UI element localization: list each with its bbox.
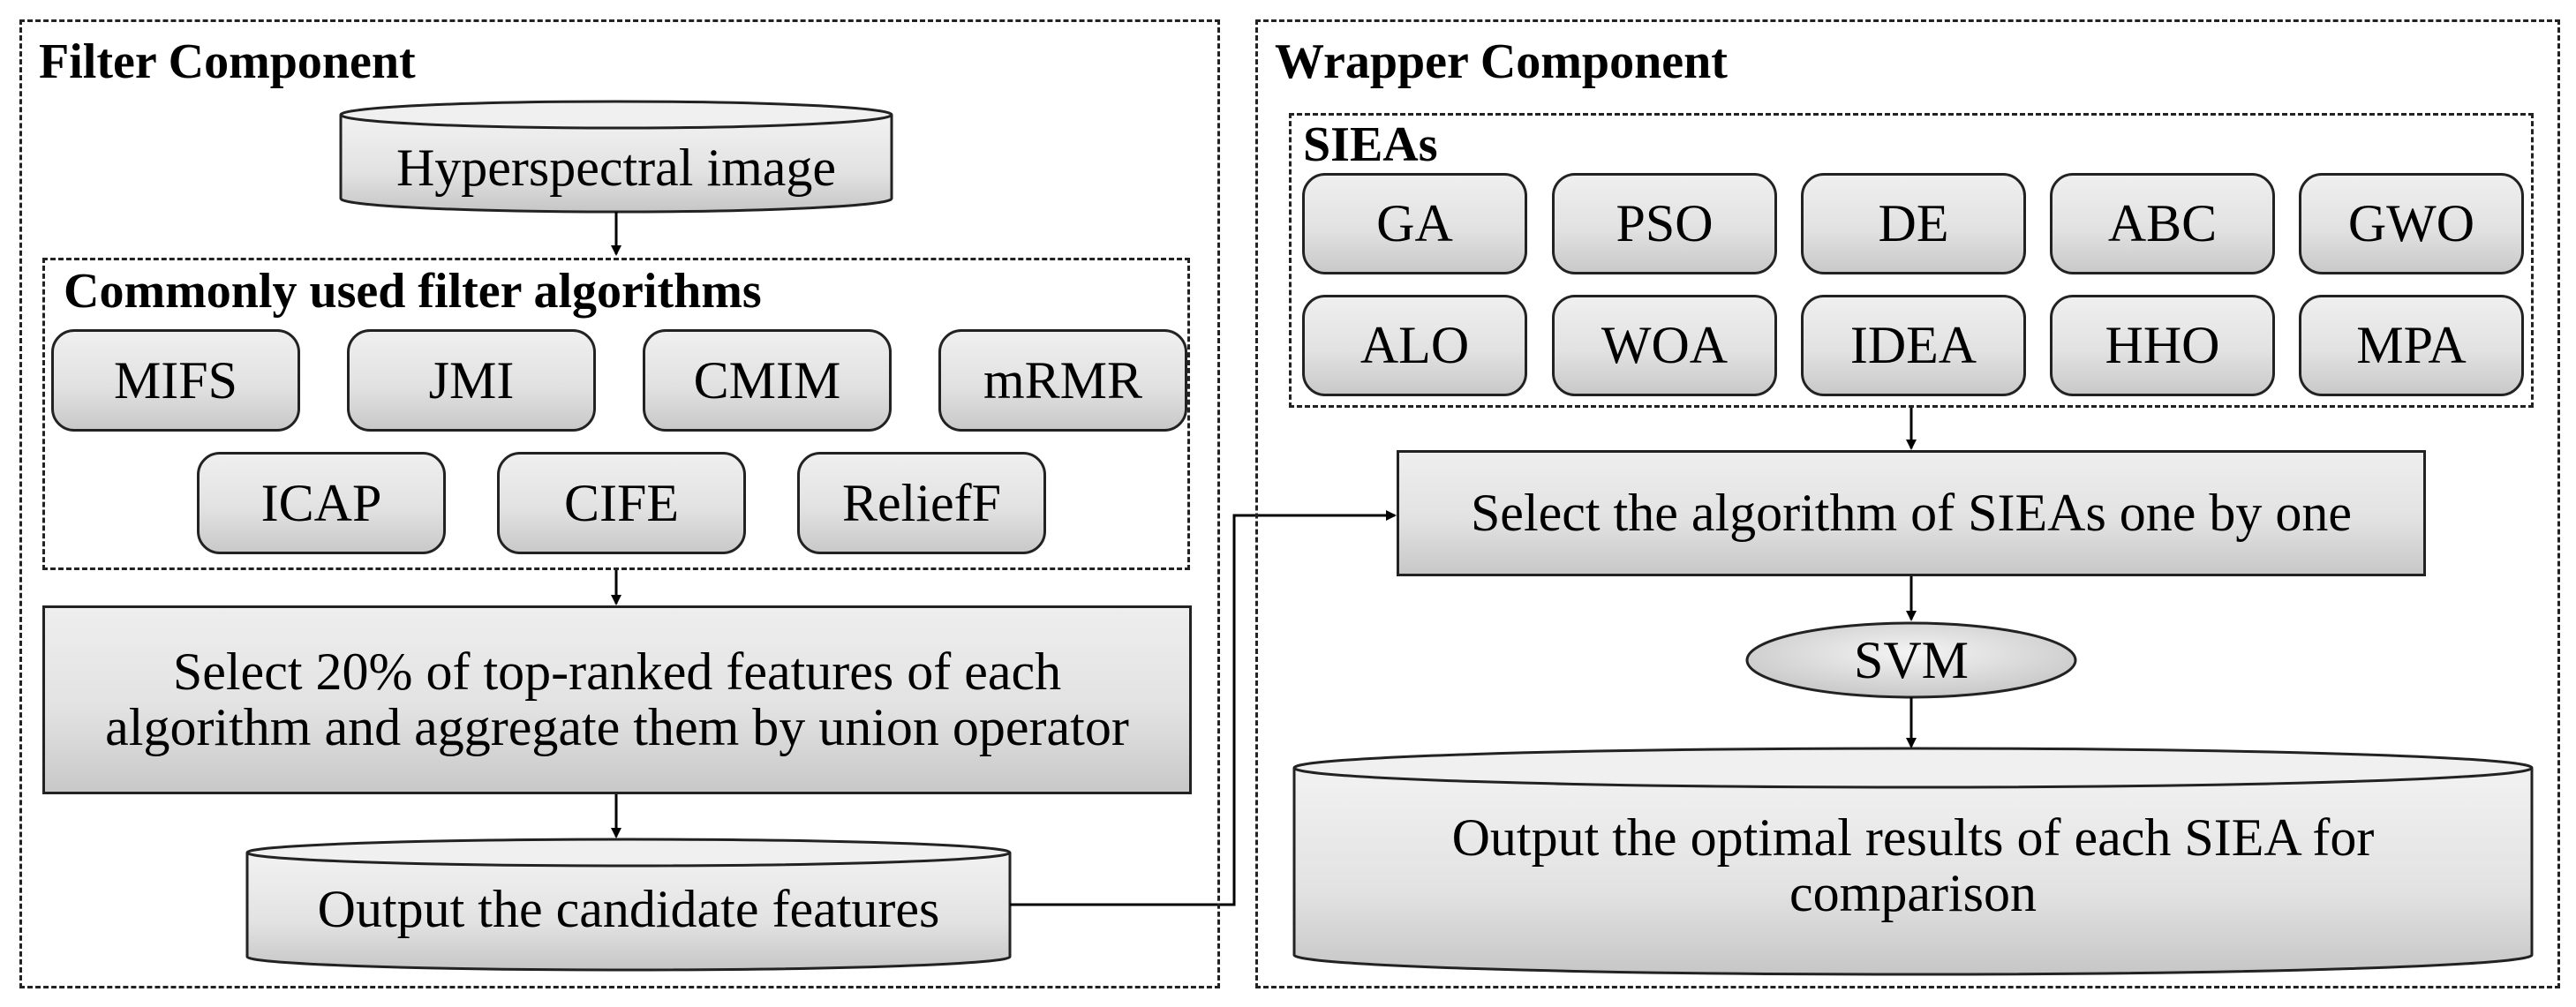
candidate-features-cylinder-shape [245,838,1012,972]
hyperspectral-image-label: Hyperspectral image [395,138,837,197]
filter-algorithms-group [42,258,1190,570]
siea-ga: GA [1302,173,1527,274]
hyperspectral-image-cylinder-shape [339,100,893,214]
optimal-results-cylinder-shape [1292,747,2534,976]
filter-algo-mrmr: mRMR [938,329,1187,432]
feature-selection-step: Select 20% of top-ranked features of eac… [42,605,1192,794]
wrapper-component-title: Wrapper Component [1275,34,1728,89]
filter-algo-relieff: ReliefF [797,452,1046,554]
siea-de: DE [1801,173,2026,274]
filter-algo-icap: ICAP [197,452,446,554]
siea-alo: ALO [1302,295,1527,396]
sieas-group [1289,113,2534,408]
siea-idea: IDEA [1801,295,2026,396]
siea-hho: HHO [2050,295,2275,396]
arrow-candidates-to-wrapper [1010,510,1397,906]
feature-selection-line-1: Select 20% of top-ranked features of eac… [172,643,1062,701]
filter-algo-jmi: JMI [347,329,596,432]
optimal-results-line-1: Output the optimal results of each SIEA … [1451,808,2375,867]
filter-component-title: Filter Component [39,34,416,89]
filter-algo-mifs: MIFS [51,329,300,432]
siea-mpa: MPA [2299,295,2524,396]
siea-woa: WOA [1552,295,1777,396]
filter-component-panel [19,19,1220,988]
optimal-results-line-2: comparison [1789,864,2037,922]
optimal-results-label: Output the optimal results of each SIEA … [1294,782,2532,950]
filter-algorithms-title: Commonly used filter algorithms [64,264,762,319]
siea-pso: PSO [1552,173,1777,274]
select-sieas-step: Select the algorithm of SIEAs one by one [1397,450,2426,576]
candidate-features-label: Output the candidate features [317,879,940,938]
filter-algo-cife: CIFE [497,452,746,554]
siea-abc: ABC [2050,173,2275,274]
sieas-title: SIEAs [1303,117,1438,172]
siea-gwo: GWO [2299,173,2524,274]
wrapper-component-panel [1255,19,2560,988]
svm-classifier-label: SVM [1853,630,1970,689]
filter-algo-cmim: CMIM [643,329,892,432]
feature-selection-line-2: algorithm and aggregate them by union op… [105,698,1129,756]
